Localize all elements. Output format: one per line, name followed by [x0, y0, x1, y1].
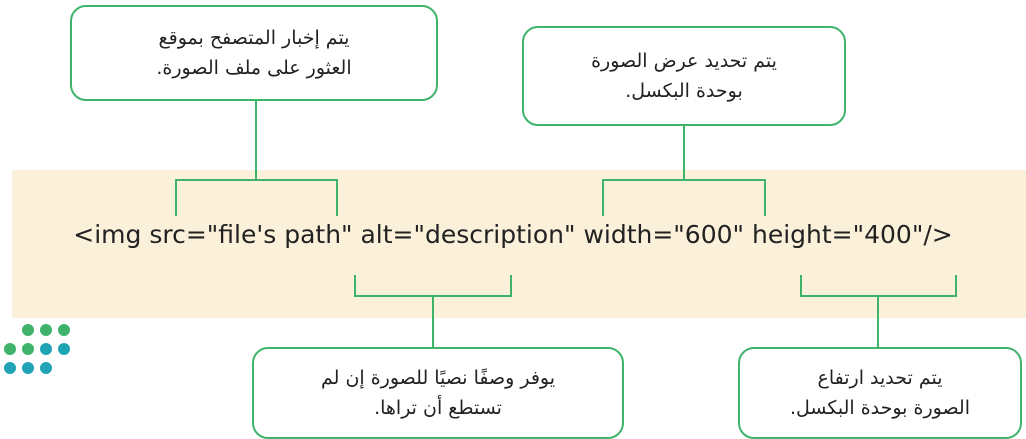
- callout-width: يتم تحديد عرض الصورة بوحدة البكسل.: [522, 26, 846, 126]
- img-tag-code: <img src="file's path" alt="description"…: [73, 220, 953, 249]
- callout-src-line1: يتم إخبار المتصفح بموقع: [158, 27, 350, 49]
- callout-alt-line2: تستطع أن تراها.: [374, 397, 502, 419]
- callout-height-line1: يتم تحديد ارتفاع: [817, 367, 943, 389]
- callout-width-line2: بوحدة البكسل.: [625, 80, 743, 102]
- code-highlight-band: [12, 170, 1026, 318]
- callout-alt: يوفر وصفًا نصيًا للصورة إن لم تستطع أن ت…: [252, 347, 624, 439]
- alt-bracket: [354, 275, 512, 297]
- callout-src: يتم إخبار المتصفح بموقع العثور على ملف ا…: [70, 5, 438, 101]
- callout-height: يتم تحديد ارتفاع الصورة بوحدة البكسل.: [738, 347, 1022, 439]
- callout-width-line1: يتم تحديد عرض الصورة: [591, 50, 777, 72]
- callout-alt-line1: يوفر وصفًا نصيًا للصورة إن لم: [320, 367, 556, 389]
- ministry-logo-icon: [4, 324, 70, 374]
- src-bracket: [175, 179, 338, 216]
- callout-height-line2: الصورة بوحدة البكسل.: [789, 397, 971, 419]
- height-bracket: [800, 275, 957, 297]
- callout-src-line2: العثور على ملف الصورة.: [156, 57, 352, 79]
- width-bracket: [602, 179, 766, 216]
